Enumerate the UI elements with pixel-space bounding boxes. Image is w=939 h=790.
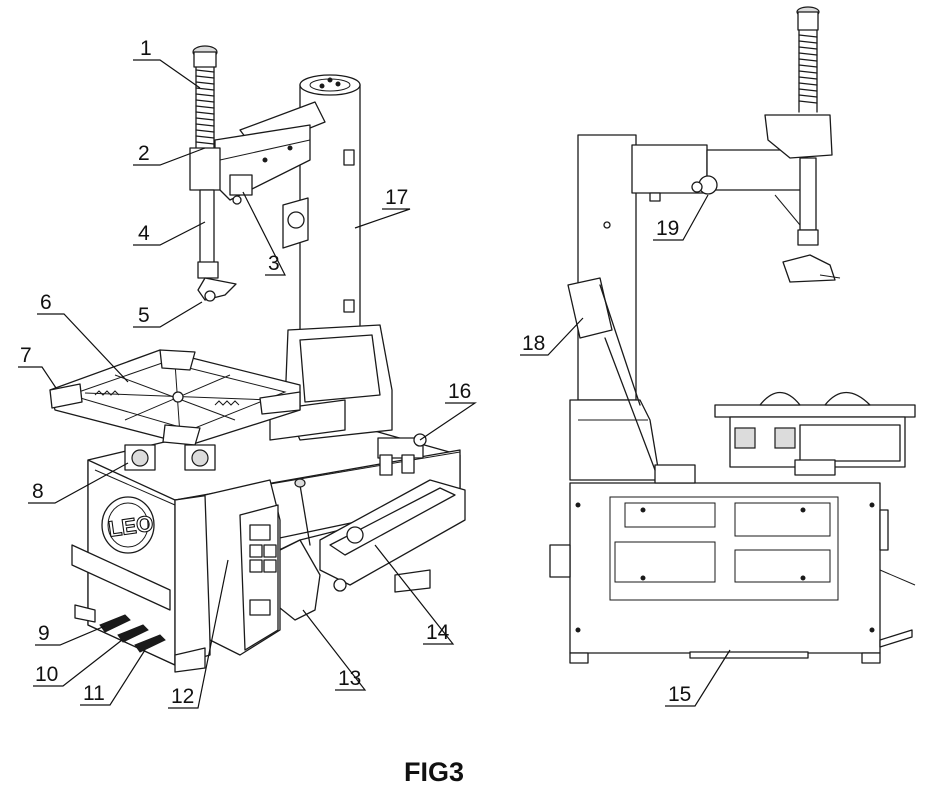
side-shaft: [764, 6, 841, 283]
callout-11: 11: [83, 682, 105, 705]
turntable: [49, 349, 301, 471]
callout-9: 9: [38, 622, 50, 645]
callout-2: 2: [138, 142, 150, 165]
pedal-cover: [204, 479, 281, 656]
callout-6: 6: [40, 291, 52, 314]
callout-8: 8: [32, 480, 44, 503]
bead-breaker: [269, 478, 466, 621]
callout-3: 3: [268, 252, 280, 275]
callout-15: 15: [668, 683, 691, 706]
brand-logo: LEO: [101, 496, 155, 554]
callout-4: 4: [138, 222, 150, 245]
tower-column: [269, 74, 393, 441]
callout-5: 5: [138, 304, 150, 327]
horizontal-arm: [214, 101, 326, 205]
right-side-view: [549, 6, 916, 664]
brand-logo-text: LEO: [107, 511, 155, 542]
side-turntable: [714, 391, 916, 476]
callout-17: 17: [385, 186, 408, 209]
foot-pedals: [99, 614, 166, 653]
callout-leaders: [18, 59, 731, 709]
callout-7: 7: [20, 344, 32, 367]
callout-12: 12: [171, 685, 194, 708]
side-cabinet: [549, 482, 916, 664]
spring-coil: [195, 66, 215, 151]
side-tower: [569, 134, 696, 484]
callout-19: 19: [656, 217, 679, 240]
callout-labels: 1 2 3 4 5 6 7 8 9 10 11 12 13 14 15 16 1…: [20, 37, 691, 708]
vertical-shaft: [189, 45, 237, 302]
callout-14: 14: [426, 621, 450, 644]
callout-16: 16: [448, 380, 471, 403]
callout-1: 1: [140, 37, 152, 60]
side-arm: [631, 144, 808, 202]
air-filter-unit: [377, 433, 427, 476]
figure-caption: FIG3: [404, 757, 464, 787]
callout-10: 10: [35, 663, 58, 686]
callout-13: 13: [338, 667, 361, 690]
left-isometric-view: LEO: [49, 45, 466, 673]
callout-18: 18: [522, 332, 545, 355]
